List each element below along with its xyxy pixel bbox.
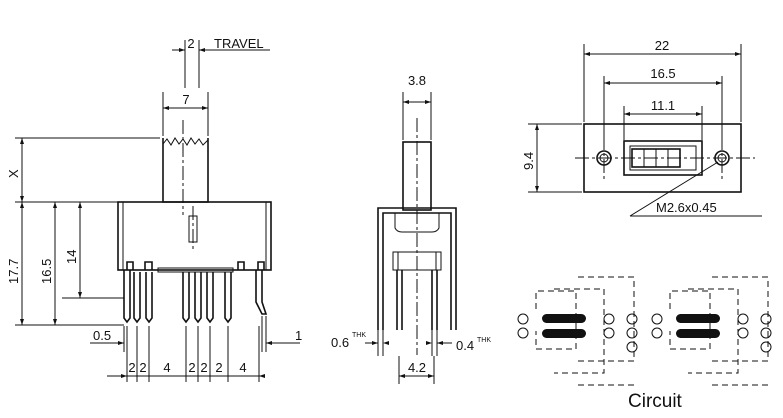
- height-14-dim: 14: [64, 250, 79, 264]
- screw-label: M2.6x0.45: [656, 200, 717, 215]
- pitch-label-6: 2: [215, 360, 222, 375]
- top-height-dim: 9.4: [521, 152, 536, 170]
- thk-right-sup: THK: [477, 337, 491, 344]
- side-actuator-width-dim: 3.8: [408, 73, 426, 88]
- thk-left-sup: THK: [352, 332, 366, 339]
- side-actuator: [402, 141, 432, 211]
- circuit-diagram: Circuit: [517, 276, 772, 412]
- circuit-label: Circuit: [628, 391, 683, 412]
- thk-left-value: 0.6: [331, 335, 349, 350]
- actuator-outline: [162, 138, 209, 203]
- pitch-label-1: 2: [128, 360, 135, 375]
- slider-cap: [394, 213, 440, 233]
- pitch-label-7: 4: [239, 360, 246, 375]
- side-frame-inner: [382, 212, 452, 330]
- overall-length-dim: 22: [655, 38, 669, 53]
- terminals: [133, 272, 232, 324]
- side-terminal-left: [396, 270, 403, 330]
- mount-leg-left: [123, 270, 131, 324]
- slot-outer: [623, 140, 703, 176]
- dim-1: 1: [295, 328, 302, 343]
- side-frame-outer: [377, 207, 457, 330]
- screw-leader: [629, 161, 719, 217]
- pin-spacing-dim: 4.2: [408, 360, 426, 375]
- mount-hole-right: [714, 150, 730, 166]
- top-view: 22 16.5 11.1 9.4 M2.6x0.45: [521, 38, 762, 217]
- front-view: 2 TRAVEL 7 X 17.7 16.5 14 0.5: [6, 36, 302, 382]
- height-x-label: X: [6, 169, 21, 178]
- height-16-5-dim: 16.5: [39, 259, 54, 284]
- dim-0-5: 0.5: [93, 328, 111, 343]
- pitch-label-2: 2: [139, 360, 146, 375]
- pitch-ticks: [126, 326, 260, 382]
- side-view: 3.8 0.6 THK 0.4 THK 4.2: [331, 73, 491, 384]
- mount-hole-left: [596, 150, 612, 166]
- overall-height-dim: 17.7: [6, 259, 21, 284]
- slot-length-dim: 11.1: [651, 98, 675, 113]
- contact-bar: [676, 329, 720, 338]
- slot-inner: [629, 145, 697, 171]
- travel-dim-value: 2: [187, 36, 194, 51]
- switch-body: [117, 201, 272, 271]
- contact-bar: [676, 314, 720, 323]
- actuator-width-dim: 7: [182, 92, 189, 107]
- travel-label: TRAVEL: [214, 36, 264, 51]
- hole-spacing-dim: 16.5: [650, 66, 675, 81]
- pitch-label-3: 4: [163, 360, 170, 375]
- pitch-label-5: 2: [200, 360, 207, 375]
- actuator-break-line: [162, 137, 209, 146]
- contact-bar: [542, 314, 586, 323]
- contact-bar: [542, 329, 586, 338]
- mount-leg-right: [255, 270, 268, 315]
- side-base: [392, 251, 442, 271]
- side-terminal-right: [431, 270, 438, 330]
- pitch-label-4: 2: [188, 360, 195, 375]
- frame-lugs: [126, 261, 265, 270]
- thk-right-value: 0.4: [456, 338, 474, 353]
